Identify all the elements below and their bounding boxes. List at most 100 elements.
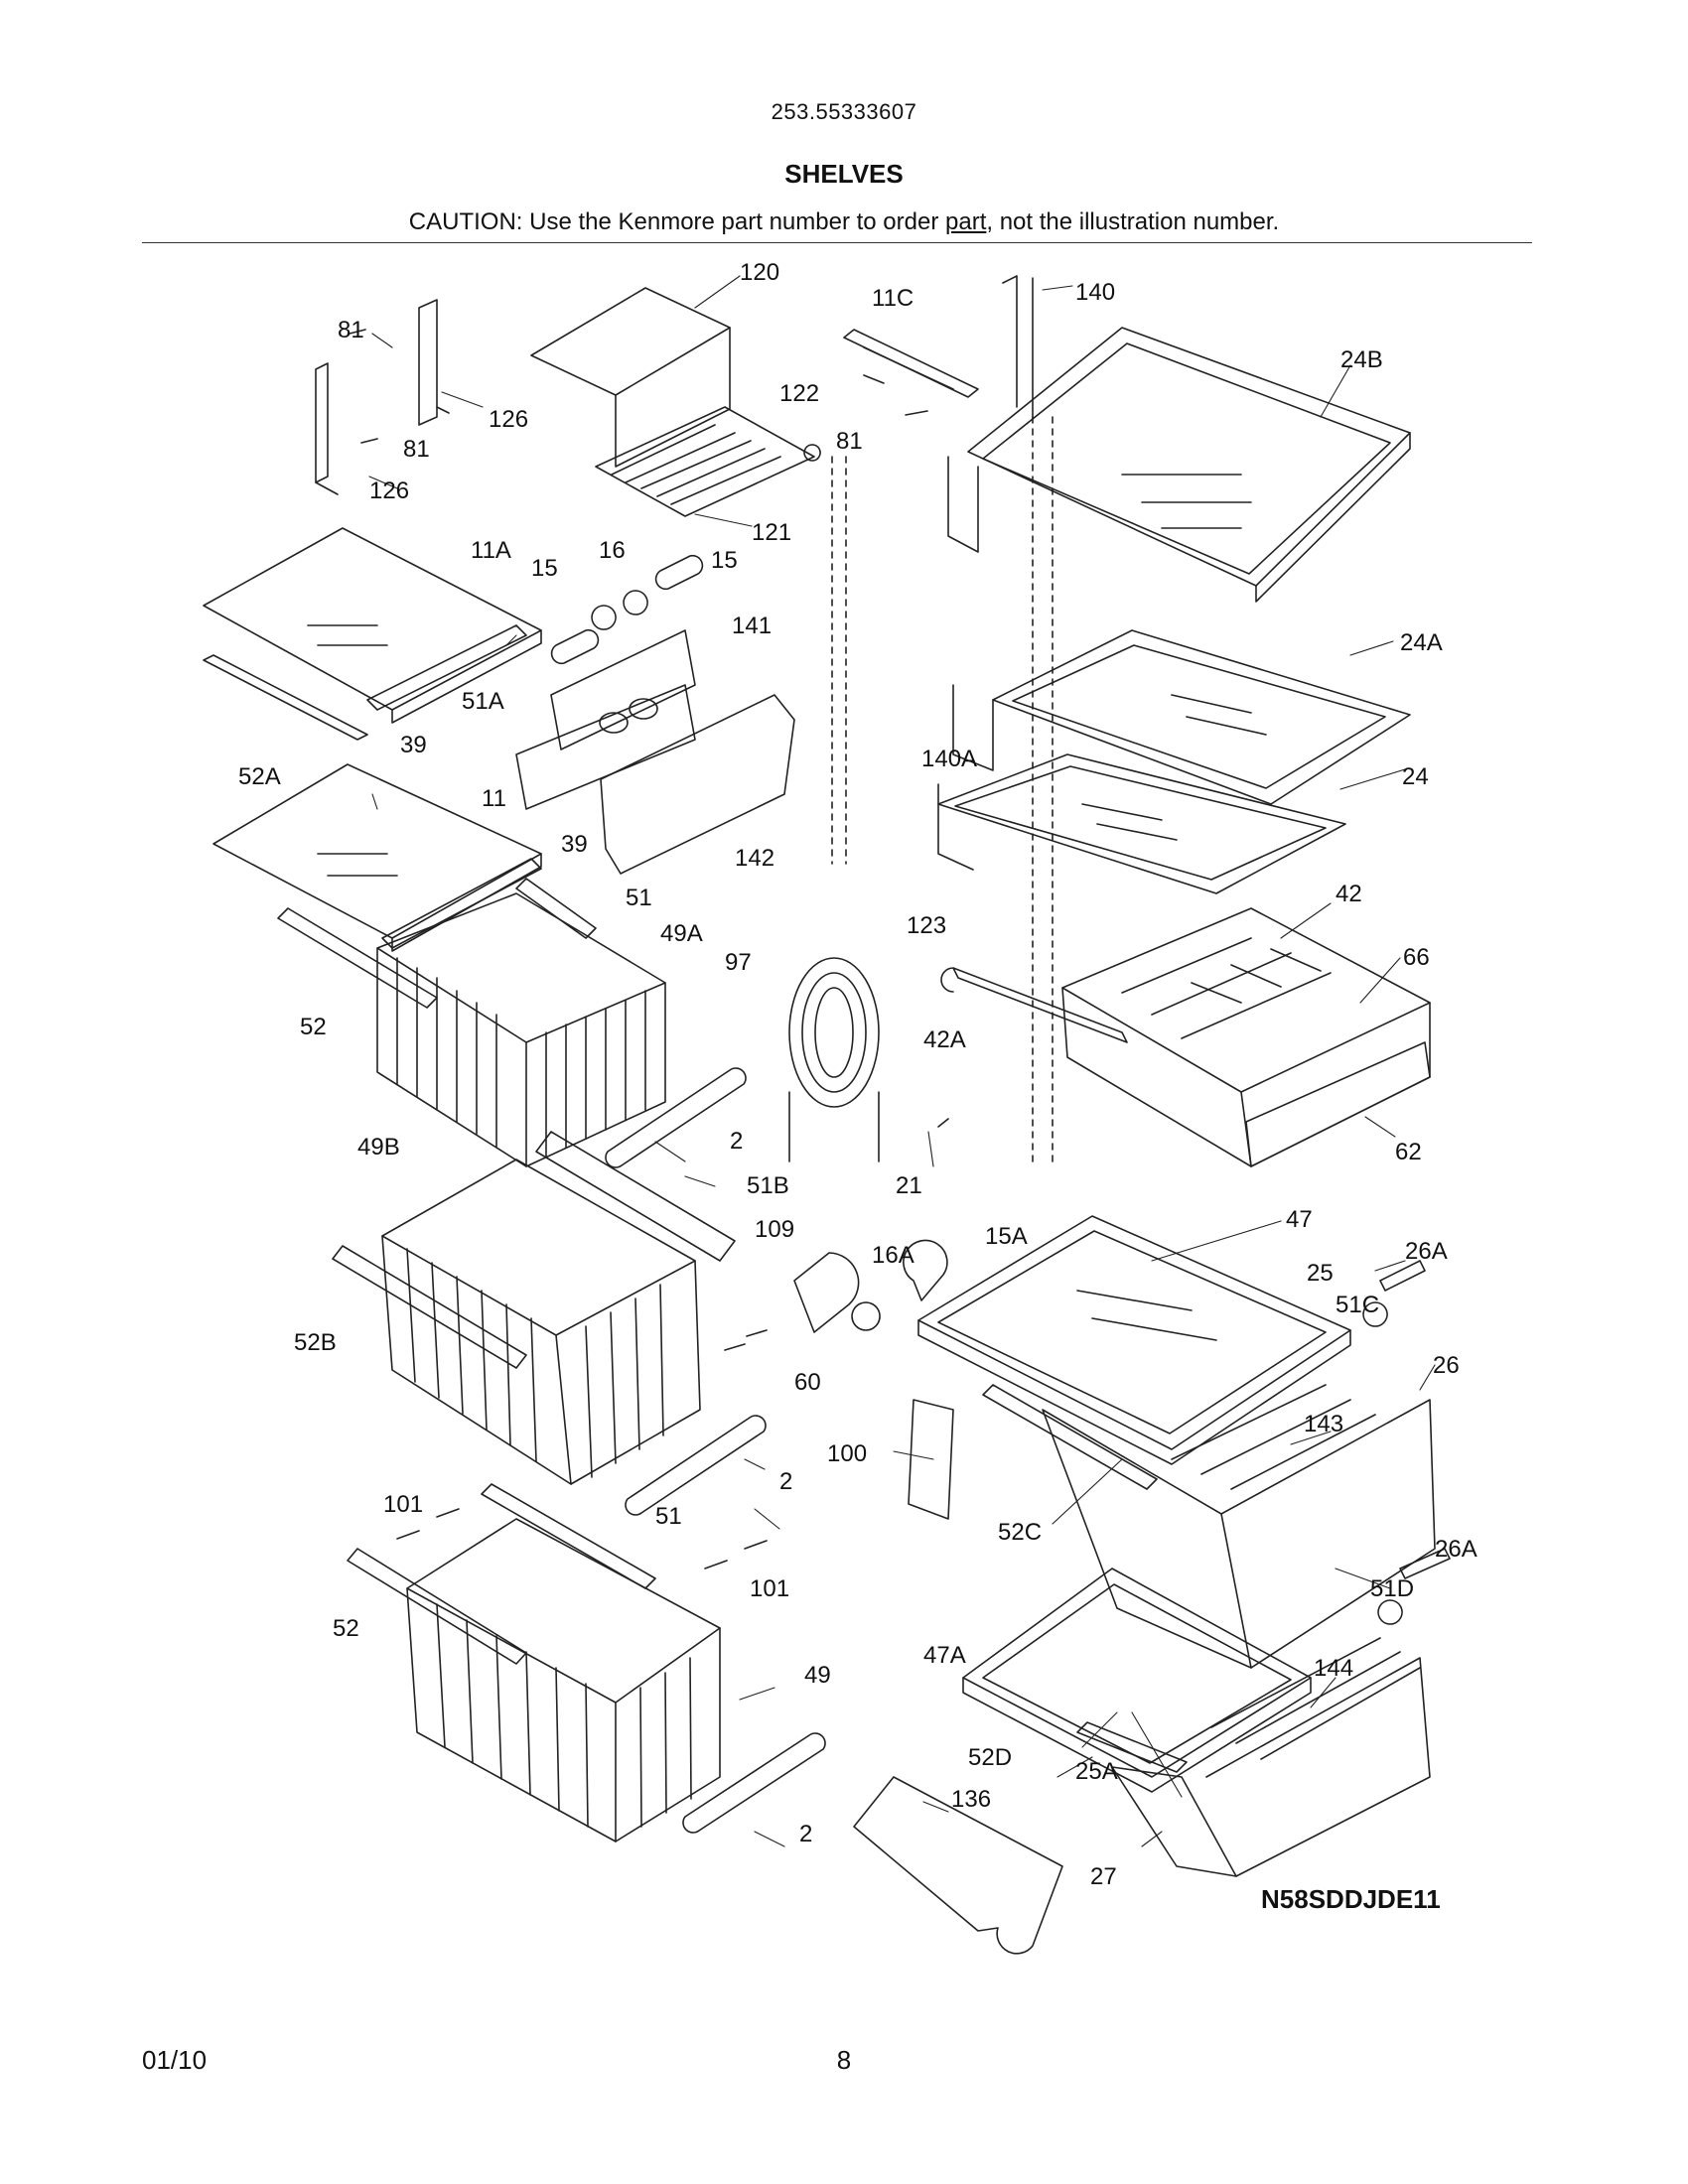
cap-122 [803, 444, 821, 462]
caution-note: CAUTION: Use the Kenmore part number to … [0, 208, 1688, 236]
callout-52-lower: 52 [333, 1615, 359, 1642]
footer-date: 01/10 [142, 2045, 208, 2075]
frame-25a [962, 1677, 1312, 1793]
callout-51b: 51B [747, 1172, 789, 1199]
callout-121: 121 [752, 519, 791, 546]
callout-52c: 52C [998, 1519, 1042, 1546]
socket-16 [591, 590, 648, 630]
frame-25 [917, 1319, 1351, 1465]
cover-136 [853, 1776, 1063, 1955]
rail-52a [203, 654, 368, 741]
caution-text-end: , not the illustration number. [986, 208, 1280, 235]
callout-24a: 24A [1400, 629, 1443, 656]
callout-24: 24 [1402, 763, 1429, 790]
callout-24b: 24B [1340, 346, 1383, 373]
callout-42: 42 [1336, 881, 1362, 907]
callout-2-upper: 2 [730, 1128, 743, 1155]
glass-shelf-24 [937, 753, 1346, 894]
callout-51-lower: 51 [655, 1503, 682, 1530]
handle-trim-2a [605, 1067, 747, 1168]
heater-coil-97 [788, 957, 880, 1162]
rail-42a [940, 967, 1128, 1043]
callout-11c: 11C [872, 285, 914, 312]
callout-81-top: 81 [338, 317, 364, 343]
wire-basket-49b [381, 1159, 701, 1485]
wire-bin-120 [530, 287, 815, 517]
callout-51c: 51C [1336, 1292, 1379, 1318]
callout-51-upper: 51 [626, 885, 652, 911]
callout-62: 62 [1395, 1139, 1422, 1165]
callout-26: 26 [1433, 1352, 1460, 1379]
callout-49a: 49A [660, 920, 703, 947]
callout-52-upper: 52 [300, 1014, 327, 1040]
wire-basket-49 [406, 1518, 721, 1843]
page-number: 8 [836, 2045, 852, 2075]
drawer-front-62 [1245, 1041, 1431, 1167]
callout-49: 49 [804, 1662, 831, 1689]
callout-52b: 52B [294, 1329, 337, 1356]
callout-141: 141 [732, 613, 772, 639]
callout-52d: 52D [968, 1744, 1012, 1771]
bracket-126-right [418, 299, 450, 426]
callout-2-lower: 2 [799, 1821, 812, 1847]
callout-101-right: 101 [750, 1575, 789, 1602]
callout-26a-lower: 26A [1435, 1536, 1477, 1563]
glass-shelf-11a [203, 527, 542, 724]
callout-101-left: 101 [383, 1491, 423, 1518]
callout-122: 122 [779, 380, 819, 407]
screws-60 [724, 1329, 768, 1351]
bulb-15a [903, 1239, 948, 1301]
callout-144: 144 [1314, 1655, 1353, 1682]
handle-trim-2c [682, 1732, 826, 1834]
diagram-code: N58SDDJDE11 [1261, 1884, 1441, 1914]
callout-42a: 42A [923, 1026, 966, 1053]
light-bracket-141 [515, 629, 696, 810]
callout-2-middle: 2 [779, 1468, 792, 1495]
callout-66: 66 [1403, 944, 1430, 971]
callout-39-lower: 39 [561, 831, 588, 858]
callout-47a: 47A [923, 1642, 966, 1669]
callout-11: 11 [482, 785, 506, 812]
callout-52a: 52A [238, 763, 281, 790]
egg-rack-66 [1121, 937, 1332, 1039]
callout-15-left: 15 [531, 555, 558, 582]
model-number: 253.55333607 [771, 99, 917, 124]
crisper-cover-47a [962, 1568, 1312, 1778]
callout-16: 16 [599, 537, 626, 564]
callout-126-lower: 126 [369, 478, 409, 504]
callout-27: 27 [1090, 1863, 1117, 1890]
rail-52-lower [347, 1548, 527, 1665]
leader-lines [368, 275, 1436, 1847]
rail-51 [515, 878, 597, 939]
callout-15-right: 15 [711, 547, 738, 574]
rail-52b [332, 1245, 527, 1369]
guide-dashes-rail [1032, 416, 1054, 1162]
callout-60: 60 [794, 1369, 821, 1396]
screw-21 [937, 1118, 949, 1128]
callout-21: 21 [896, 1172, 922, 1199]
bracket-126-left [315, 362, 339, 495]
callout-51a: 51A [462, 688, 504, 715]
caution-underlined-word: part [945, 208, 987, 235]
light-housing-109 [793, 1252, 860, 1333]
caution-text-start: CAUTION: Use the Kenmore part number to … [408, 208, 945, 235]
callout-100: 100 [827, 1440, 867, 1467]
callout-25a: 25A [1075, 1758, 1118, 1785]
crisper-cover-47 [917, 1215, 1351, 1450]
bracket-26a-upper [1362, 1260, 1426, 1327]
crisper-pan-26 [1042, 1384, 1436, 1669]
screw-81b [360, 438, 378, 444]
callout-49b: 49B [357, 1134, 400, 1160]
screws-101-right [704, 1540, 768, 1570]
callout-81-center: 81 [836, 428, 863, 455]
callout-143: 143 [1304, 1411, 1343, 1437]
callout-142: 142 [735, 845, 774, 872]
callout-123: 123 [907, 912, 946, 939]
screws-101-left [396, 1508, 460, 1540]
bracket-26a-lower [1377, 1548, 1451, 1625]
callout-11a: 11A [471, 537, 511, 564]
callout-136: 136 [951, 1786, 991, 1813]
rail-51b [535, 1131, 736, 1262]
glass-shelf-24b [947, 327, 1411, 603]
